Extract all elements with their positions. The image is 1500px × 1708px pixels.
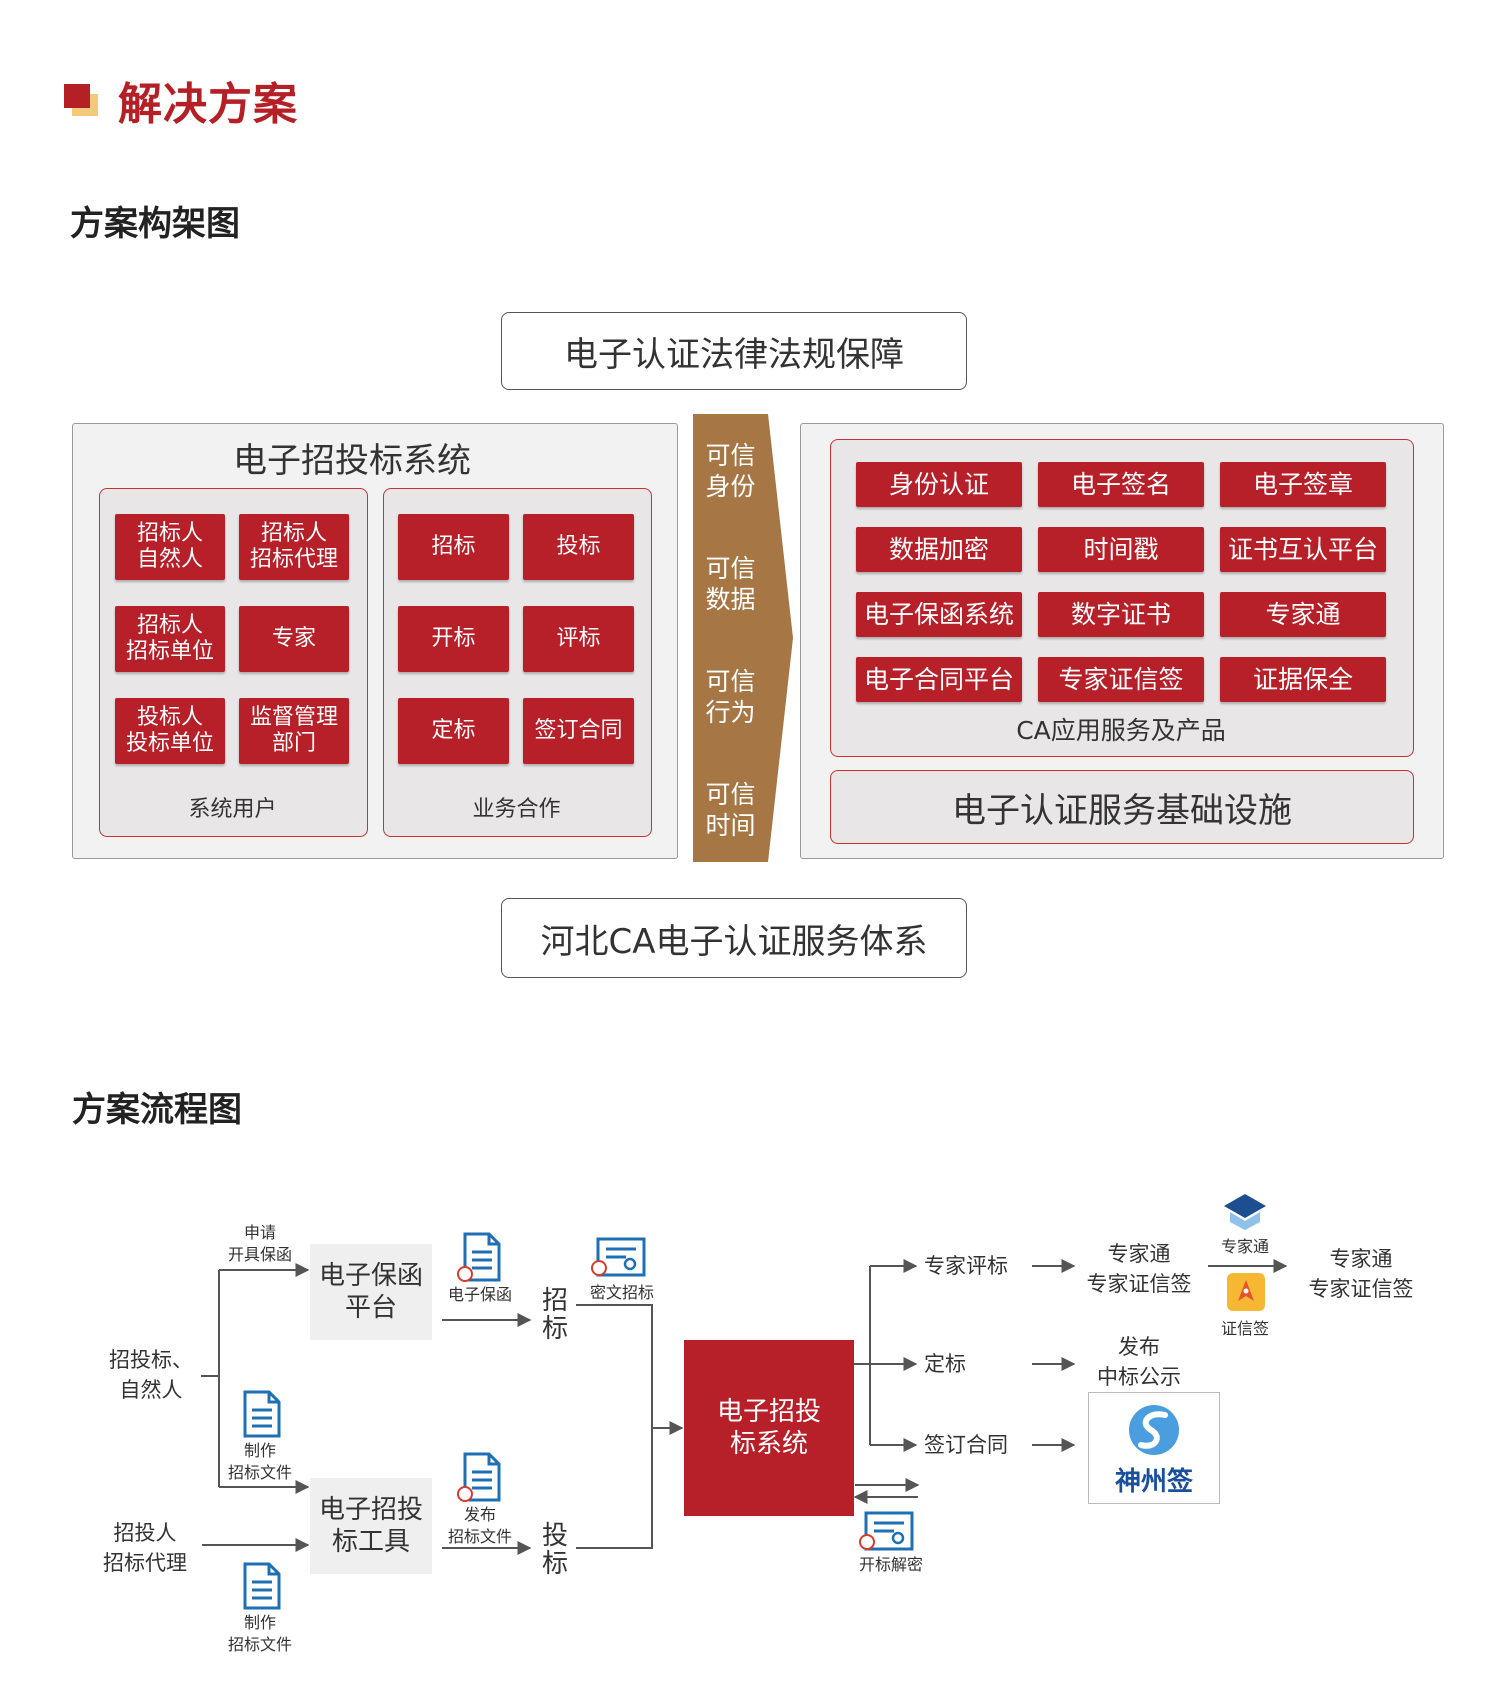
ca-service-box: 时间戳 [1038, 527, 1204, 572]
business-step-box: 评标 [523, 606, 634, 672]
ca-service-box: 电子保函系统 [856, 592, 1022, 637]
trust-label: 可信身份 [705, 441, 756, 501]
business-caption: 业务合作 [472, 797, 561, 822]
infrastructure-box: 电子认证服务基础设施 [830, 770, 1414, 844]
user-role-box: 招标人招标代理 [239, 514, 349, 580]
ca-service-box: 身份认证 [856, 462, 1022, 507]
final-result: 专家通专家证信签 [1308, 1247, 1414, 1301]
actor-agent: 招投人招标代理 [103, 1521, 187, 1575]
system-users-caption: 系统用户 [188, 797, 277, 822]
ca-service-box: 数字证书 [1038, 592, 1204, 637]
ca-service-box: 电子签名 [1038, 462, 1204, 507]
label-expert-product: 专家通 [1220, 1237, 1269, 1256]
shenzhou-logo-icon [1129, 1405, 1179, 1455]
label-publish-doc: 发布招标文件 [447, 1505, 512, 1546]
label-apply-guarantee: 申请开具保函 [227, 1223, 292, 1264]
ca-service-box: 证据保全 [1220, 657, 1386, 702]
label-guarantee-doc: 电子保函 [447, 1285, 512, 1304]
page-title: 解决方案 [118, 79, 298, 130]
section-title-architecture: 方案构架图 [70, 204, 240, 244]
ca-service-box: 专家证信签 [1038, 657, 1204, 702]
business-step-box: 签订合同 [523, 698, 634, 764]
label-encrypt-bid: 密文招标 [589, 1283, 654, 1302]
shenzhou-sign-logo: 神州签 [1088, 1392, 1220, 1504]
guarantee-document-icon [457, 1232, 501, 1282]
publish-document-icon [457, 1452, 501, 1502]
business-step-box: 定标 [398, 698, 509, 764]
document-icon [243, 1390, 281, 1438]
result-expert: 专家通专家证信签 [1086, 1242, 1192, 1296]
user-role-box: 招标人招标单位 [115, 606, 225, 672]
vertical-label-tender: 投标 [541, 1521, 568, 1579]
business-step-box: 开标 [398, 606, 509, 672]
bidding-tool-box: 电子招投标工具 [310, 1478, 432, 1574]
ca-services-caption: CA应用服务及产品 [1016, 716, 1226, 745]
branch-contract: 签订合同 [924, 1433, 1008, 1457]
user-role-box: 投标人投标单位 [115, 698, 225, 764]
user-role-box: 专家 [239, 606, 349, 672]
ca-service-box: 数据加密 [856, 527, 1022, 572]
label-make-file-bottom: 制作招标文件 [227, 1613, 292, 1654]
trust-label: 可信数据 [705, 554, 756, 614]
certificate-icon [591, 1237, 646, 1277]
legal-guarantee-box: 电子认证法律法规保障 [501, 312, 967, 390]
trust-label: 可信行为 [705, 667, 756, 727]
vertical-label-bid: 招标 [541, 1286, 568, 1344]
certificate-icon [859, 1511, 914, 1551]
header-square-icon [64, 84, 98, 116]
trust-arrow [693, 414, 793, 862]
branch-award: 定标 [924, 1352, 966, 1376]
ca-service-box: 证书互认平台 [1220, 527, 1386, 572]
ca-service-box: 电子签章 [1220, 462, 1386, 507]
ca-service-box: 专家通 [1220, 592, 1386, 637]
label-decrypt: 开标解密 [858, 1555, 923, 1574]
pen-nib-icon [1227, 1273, 1265, 1311]
graduation-cap-icon [1224, 1194, 1266, 1230]
business-step-box: 投标 [523, 514, 634, 580]
trust-label: 可信时间 [705, 780, 756, 840]
result-award-publish: 发布中标公示 [1097, 1335, 1181, 1389]
label-sign-product: 证信签 [1220, 1319, 1269, 1338]
branch-expert-eval: 专家评标 [924, 1254, 1008, 1278]
logo-text: 神州签 [1114, 1466, 1193, 1497]
bidding-system-box: 电子招投标系统 [684, 1340, 854, 1516]
business-step-box: 招标 [398, 514, 509, 580]
user-role-box: 招标人自然人 [115, 514, 225, 580]
guarantee-platform-box: 电子保函平台 [310, 1244, 432, 1340]
user-role-box: 监督管理部门 [239, 698, 349, 764]
hebei-ca-box: 河北CA电子认证服务体系 [501, 898, 967, 978]
section-title-flow: 方案流程图 [72, 1090, 242, 1130]
ca-service-box: 电子合同平台 [856, 657, 1022, 702]
document-icon [243, 1562, 281, 1610]
label-make-file-mid: 制作招标文件 [227, 1441, 292, 1482]
actor-bidder: 招投标、自然人 [109, 1348, 193, 1402]
left-panel-title: 电子招投标系统 [233, 440, 471, 481]
